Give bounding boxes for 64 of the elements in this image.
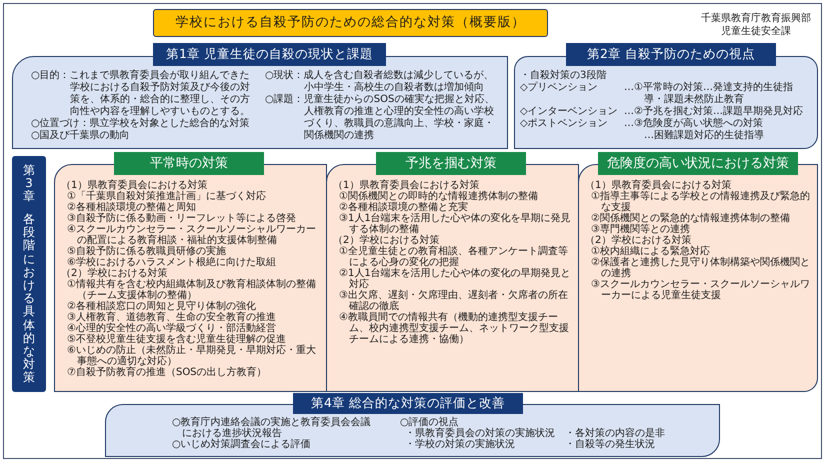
description-text: …困難課題対応的生徒指導 [643,130,764,142]
list-item: ③出欠席、遅刻・欠席理由、遅刻者・欠席者の所在確認の徹底 [338,290,569,312]
bullet-text: ・自殺対策の3段階 [520,70,606,82]
chapter-title: 各段階における具体的な対策 [23,213,35,384]
section-heading: （2）学校における対策 [333,235,440,246]
section-heading: （1）県教育委員会における対策 [61,180,208,191]
bullet-text: ○評価の視点 [400,417,459,428]
bullet-text: ・県教育委員会の対策の実施状況 [405,428,555,439]
list-item: ①関係機関との即時的な情報連携体制の整備 [338,191,538,202]
stage-heading-banner: 予兆を掴む対策 [376,152,526,175]
description-text: …③危険度が高い状態への対策 [624,118,763,130]
bullet-text: ○課題：児童生徒からのSOSの確実な把握と対応、人権教育の推進と心理的安全性の高い学校づくり、教職員の意識向上、学校・家庭・関係機関の連携 [265,94,496,142]
list-item: ③専門機関等との連携 [590,224,690,235]
department-name: 児童生徒安全課 [721,26,791,38]
list-item: ①「千葉県自殺対策推進計画」に基づく対応 [66,191,266,202]
list-item: ④教職員間での情報共有（機動的連携型支援チーム、校内連携型支援チーム、ネットワーク型支援チームによる連携・協働） [338,312,570,345]
bullet-text: ○国及び千葉県の動向 [31,130,130,142]
list-item: ⑤不登校児童生徒支援を含む児童生徒理解の促進 [66,334,286,345]
description-text: …①平常時の対策…発達支持的生徒指導・課題未然防止教育 [624,82,794,106]
list-item: ②各種相談環境の整備と周知 [66,202,196,213]
list-item: ③スクールカウンセラー・スクールソーシャルワーカーによる児童生徒支援 [590,279,811,301]
list-item: ①情報共有を含む校内組織体制及び教育相談体制の整備（チーム支援体制の整備） [66,279,317,301]
list-item: ②1人1台端末を活用した心や体の変化の早期発見と対応 [338,268,572,290]
section-heading: （1）県教育委員会における対策 [333,180,480,191]
description-text: …②予兆を掴む対策…課題早期発見対応 [624,106,803,118]
bullet-text: ○目的：これまで県教育委員会が取り組んできた学校における自殺予防対策及び今後の対策を、体系的・総合的に整理し、その方向性や内容を理解しやすいものとする。 [31,70,251,118]
department-name: 千葉県教育庁教育振興部 [701,13,811,25]
list-item: ②各種相談窓口の周知と見守り体制の強化 [66,301,256,312]
bullet-text: ○いじめ対策調査会による評価 [172,439,311,450]
chapter-heading-banner: 第4章 総合的な対策の評価と改善 [293,393,523,414]
section-heading: （2）学校における対策 [585,235,692,246]
list-item: ⑥いじめの防止（未然防止・早期発見・早期対応・重大事態への適切な対応） [66,345,317,367]
list-item: ④心理的安全性の高い学級づくり・部活動経営 [66,323,276,334]
list-item: ①校内組織による緊急対応 [590,246,710,257]
section-heading: （1）県教育委員会における対策 [585,180,732,191]
bullet-text: ○現状：成人を含む自殺者総数は減少しているが、小中学生・高校生の自殺者数は増加傾向 [265,70,495,94]
bullet-text: ・学校の対策の実施状況 [405,439,515,450]
list-item: ③1人1台端末を活用した心や体の変化を早期に発見する体制の整備 [338,213,572,235]
list-item: ②保護者と連携した見守り体制構築や関係機関との連携 [590,257,811,279]
list-item: ②関係機関との緊急的な情報連携体制の整備 [590,213,790,224]
bullet-text: ・自殺等の発生状況 [565,439,655,450]
bullet-text: ○位置づけ：県立学校を対象とした総合的な対策 [31,118,250,130]
list-item: ③自殺予防に係る動画・リーフレット等による啓発 [66,213,296,224]
chapter-heading-banner: 第1章 児童生徒の自殺の現状と課題 [153,43,386,66]
bullet-text: ・各対策の内容の是非 [565,428,665,439]
chapter-number: 第3章 [23,164,35,204]
term-text: ◇ポストベンション [520,118,608,130]
list-item: ④スクールカウンセラー・スクールソーシャルワーカーの配置による教育相談・福祉的支援体制整備 [66,224,317,246]
list-item: ②各種相談環境の整備と充実 [338,202,468,213]
bullet-text: ○教育庁内連絡会議の実施と教育委員会会議における進捗状況報告 [172,417,372,439]
chapter-label-bar [12,156,46,392]
section-heading: （2）学校における対策 [61,268,168,279]
list-item: ⑥学校におけるハラスメント根絶に向けた取組 [66,257,276,268]
stage-heading-banner: 平常時の対策 [114,152,264,175]
list-item: ①指導主事等による学校との情報連携及び緊急的な支援 [590,191,811,213]
list-item: ①全児童生徒との教育相談、各種アンケート調査等による心身の変化の把握 [338,246,569,268]
term-text: ◇プリベンション [520,82,598,95]
list-item: ⑤自殺予防に係る教職員研修の実施 [66,246,226,257]
chapter-heading-banner: 第2章 自殺予防のための視点 [566,43,776,66]
list-item: ③人権教育、道徳教育、生命の安全教育の推進 [66,312,276,323]
term-text: ◇インターベンション [520,106,618,118]
title-banner: 学校における自殺予防のための総合的な対策（概要版） [153,9,548,37]
list-item: ⑦自殺予防教育の推進（SOSの出し方教育） [66,367,267,378]
stage-heading-banner: 危険度の高い状況における対策 [598,152,798,175]
